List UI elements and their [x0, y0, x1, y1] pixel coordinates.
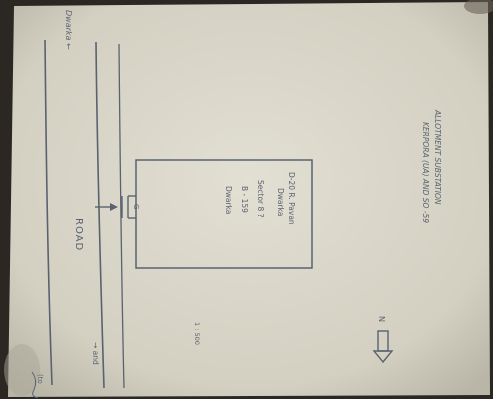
corner-note: (to [36, 374, 44, 384]
north-label: N [377, 316, 386, 322]
plot-line1: D-20 R. Pavan [287, 172, 296, 225]
plot-line3: Sector 8 ? [256, 180, 265, 218]
gate-marker [95, 195, 136, 219]
plot-boundary [135, 159, 313, 269]
road-label: ROAD [73, 218, 84, 251]
gate-label: G [132, 204, 140, 209]
paper-sheet [8, 2, 490, 397]
left-road-label: Dwarka ← [64, 10, 73, 50]
road [44, 39, 125, 389]
plot-line5: Dwarka [224, 186, 233, 214]
plot-line4: B - 159 [240, 186, 249, 213]
heading-line2: KERPORA (UA) AND SO -59 [421, 122, 430, 223]
right-road-label: → and [91, 342, 100, 365]
corner-scribble [31, 371, 39, 399]
heading-line1: ALLOTMENT SUBSTATION [433, 109, 442, 205]
north-arrow-icon [372, 330, 394, 364]
scale-note: 1 : 500 [193, 322, 201, 345]
plot-line2: Dwarka [276, 188, 285, 216]
